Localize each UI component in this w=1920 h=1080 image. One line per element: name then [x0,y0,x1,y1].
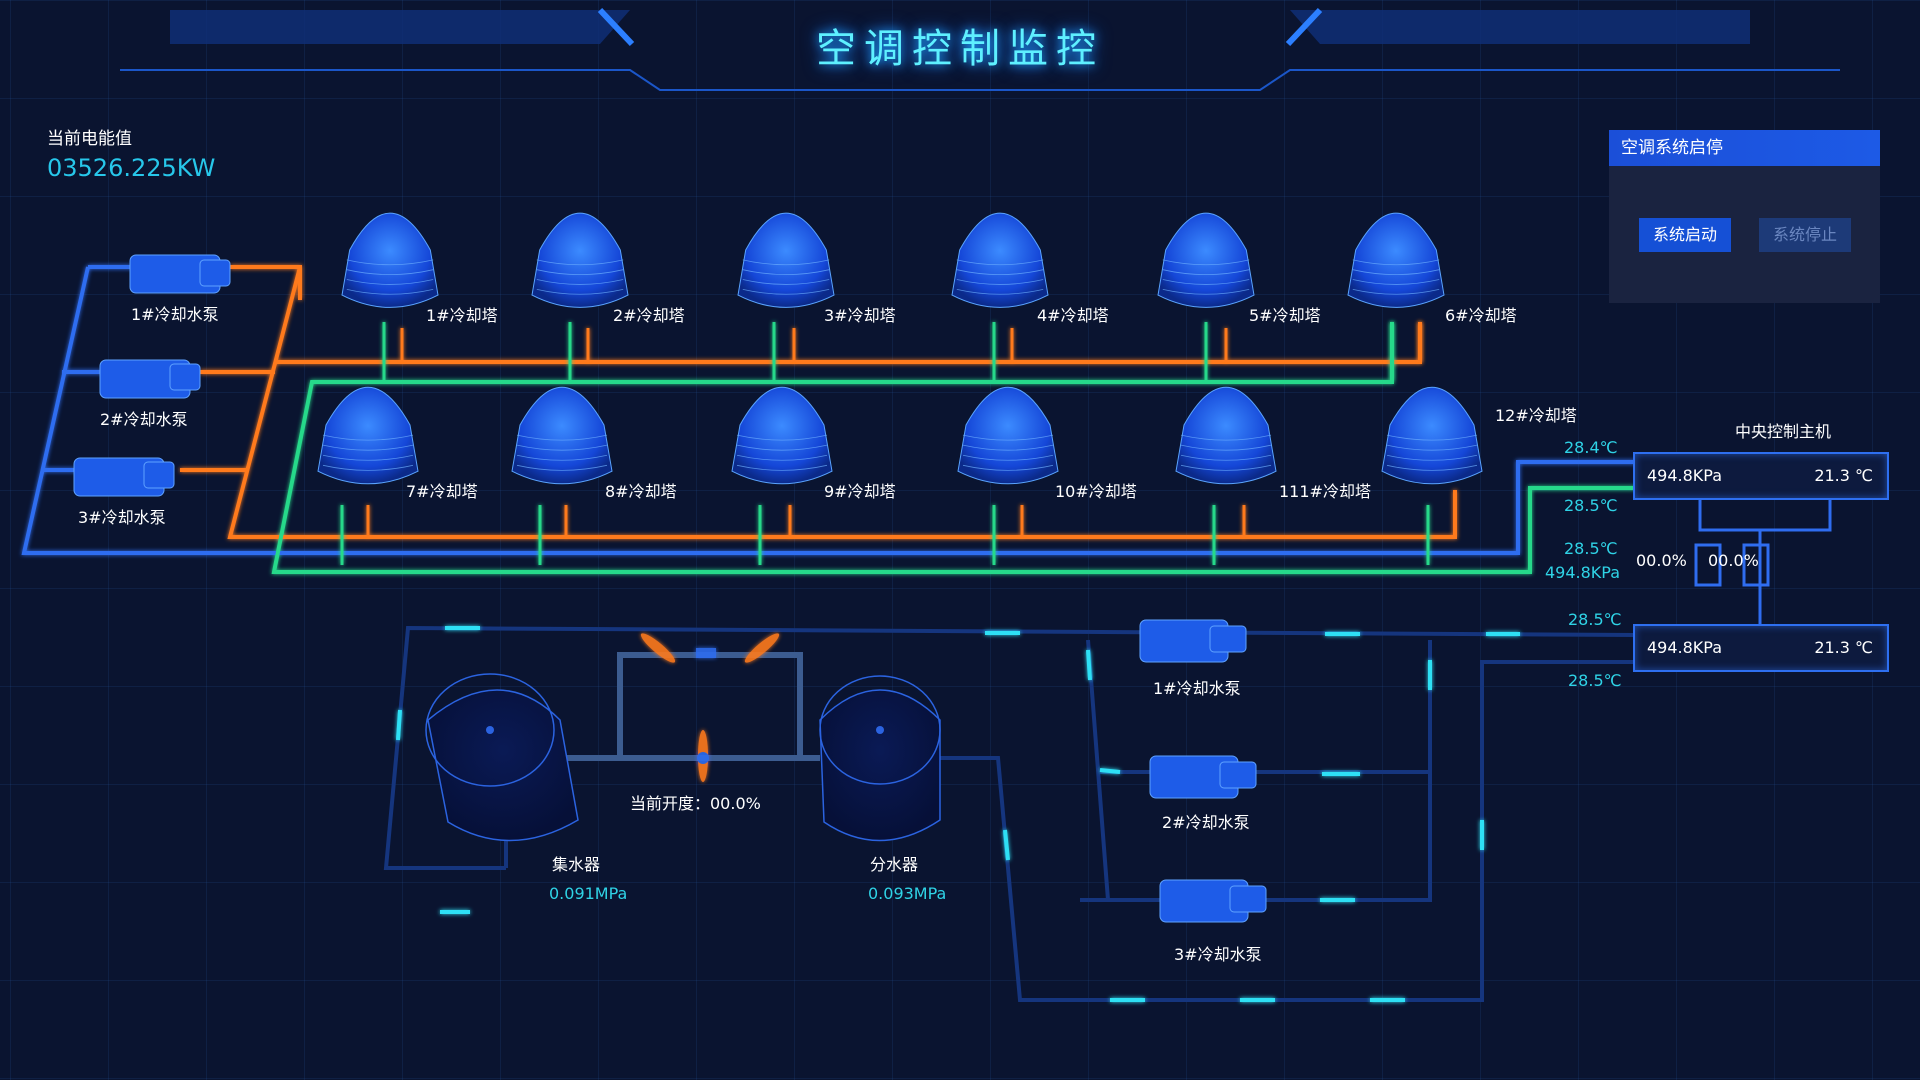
right-pump-label: 3#冷却水泵 [1174,945,1262,964]
host-title: 中央控制主机 [1735,422,1832,441]
collector-tank [425,673,579,842]
tower-risers-row1 [382,322,1422,380]
collector-label: 集水器 [552,855,601,874]
host-reading: 28.5℃ [1564,496,1618,515]
cooling-tower-icon [951,212,1049,308]
cooling-tower-icon [1175,386,1277,485]
tower-label: 3#冷却塔 [824,306,896,325]
host-lower-temp: 21.3 ℃ [1814,638,1873,657]
right-pump-label: 1#冷却水泵 [1153,679,1241,698]
cooling-tower-icon [531,212,629,308]
control-panel-title: 空调系统启停 [1609,130,1880,166]
host-valve-left: 00.0% [1636,551,1687,570]
left-pump-label: 3#冷却水泵 [78,508,166,527]
host-reading: 28.4℃ [1564,438,1618,457]
cooling-towers-row2 [317,386,1483,485]
tower-label: 111#冷却塔 [1279,482,1371,501]
tower-label: 12#冷却塔 [1495,406,1577,425]
cooling-tower-icon [1157,212,1255,308]
control-panel: 空调系统启停 系统启动 系统停止 [1609,130,1880,303]
valves [640,633,780,782]
valve-opening: 当前开度：00.0% [630,794,761,813]
valve-bypass [560,652,820,761]
collector-pressure: 0.091MPa [549,884,628,903]
cooling-tower-icon [341,212,439,308]
cooling-towers-row1 [341,212,1445,308]
right-pump-label: 2#冷却水泵 [1162,813,1250,832]
distributor-label: 分水器 [870,855,919,874]
tower-label: 1#冷却塔 [426,306,498,325]
distributor-pressure: 0.093MPa [868,884,947,903]
left-pump-label: 1#冷却水泵 [131,305,219,324]
host-reading: 28.5℃ [1568,671,1622,690]
host-reading: 28.5℃ [1568,610,1622,629]
tower-label: 9#冷却塔 [824,482,896,501]
tower-label: 5#冷却塔 [1249,306,1321,325]
right-pumps [1139,619,1267,923]
host-upper-temp: 21.3 ℃ [1814,466,1873,485]
tower-label: 4#冷却塔 [1037,306,1109,325]
flow-dashes [396,626,1520,1002]
page-title: 空调控制监控 [816,26,1104,72]
cooling-tower-icon [957,386,1059,485]
tower-label: 6#冷却塔 [1445,306,1517,325]
header-frame [120,7,1840,91]
tower-label: 10#冷却塔 [1055,482,1137,501]
host-reading: 28.5℃ [1564,539,1618,558]
cooling-tower-icon [731,386,833,485]
energy-value: 03526.225KW [47,154,216,182]
host-connectors [1694,498,1832,625]
left-pump-label: 2#冷却水泵 [100,410,188,429]
cooling-tower-icon [737,212,835,308]
host-reading: 494.8KPa [1545,563,1621,582]
cooling-tower-icon [511,386,613,485]
tower-label: 7#冷却塔 [406,482,478,501]
energy-label: 当前电能值 [47,129,132,149]
tower-label: 8#冷却塔 [605,482,677,501]
tower-risers-row2 [340,505,1430,565]
distributor-tank [819,675,941,842]
system-start-button[interactable]: 系统启动 [1639,218,1731,252]
host-upper-box: 494.8KPa 21.3 ℃ [1633,452,1889,500]
host-lower-pressure: 494.8KPa [1647,638,1723,657]
left-pumps [73,254,231,497]
cooling-tower-icon [317,386,419,485]
tower-label: 2#冷却塔 [613,306,685,325]
system-stop-button[interactable]: 系统停止 [1759,218,1851,252]
host-lower-box: 494.8KPa 21.3 ℃ [1633,624,1889,672]
cooling-tower-icon [1347,212,1445,308]
host-upper-pressure: 494.8KPa [1647,466,1723,485]
cooling-tower-icon [1381,386,1483,485]
host-valve-right: 00.0% [1708,551,1759,570]
